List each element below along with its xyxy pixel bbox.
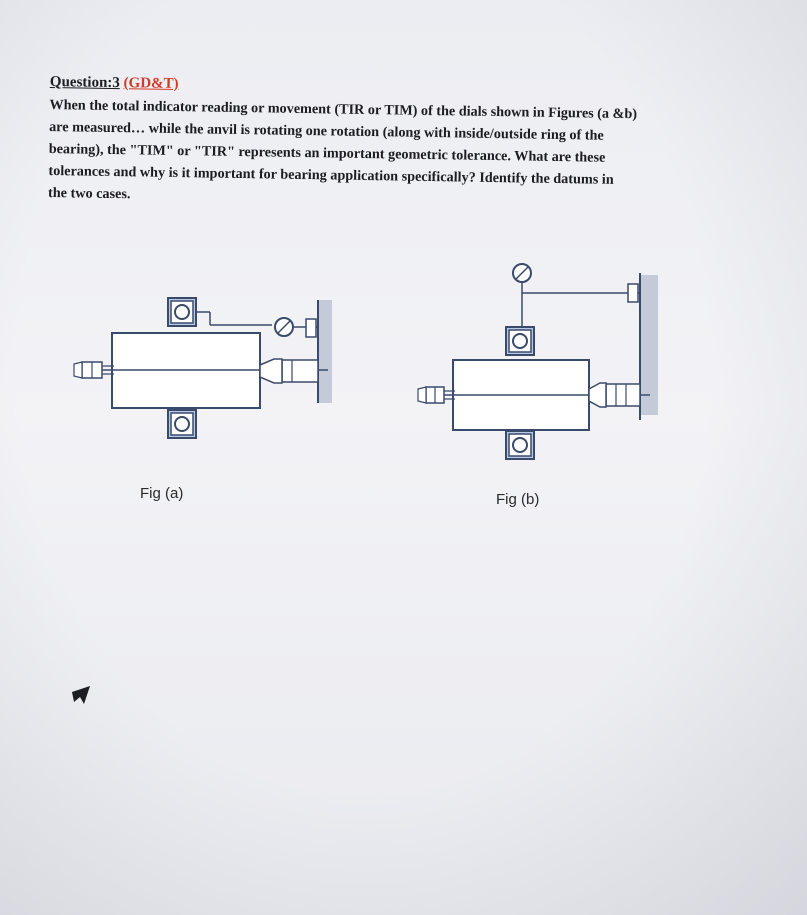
question-block: Question:3 (GD&T) When the total indicat… [48,73,765,215]
arrow-cursor-icon [72,686,90,704]
fig-a-bearing-top [167,297,197,327]
fig-b-bearing-bottom [505,430,535,460]
question-text: When the total indicator reading or move… [48,94,765,215]
bearing-figures-drawing [73,263,658,460]
fig-a-dial-indicator-icon [274,317,294,337]
figure-b [417,263,658,460]
fig-b-dial-indicator-icon [512,263,532,283]
figures-area: Fig (a) Fig (b) [60,255,700,525]
fig-a-bearing-bottom [167,409,197,439]
figure-a [73,297,332,439]
question-number: Question:3 [49,73,120,92]
fig-b-wall [640,275,658,415]
fig-a-wall [318,300,332,403]
fig-b-label: Fig (b) [496,491,540,508]
fig-b-bearing-top [505,326,535,356]
question-tag: (GD&T) [123,75,179,93]
fig-a-label: Fig (a) [140,485,184,502]
